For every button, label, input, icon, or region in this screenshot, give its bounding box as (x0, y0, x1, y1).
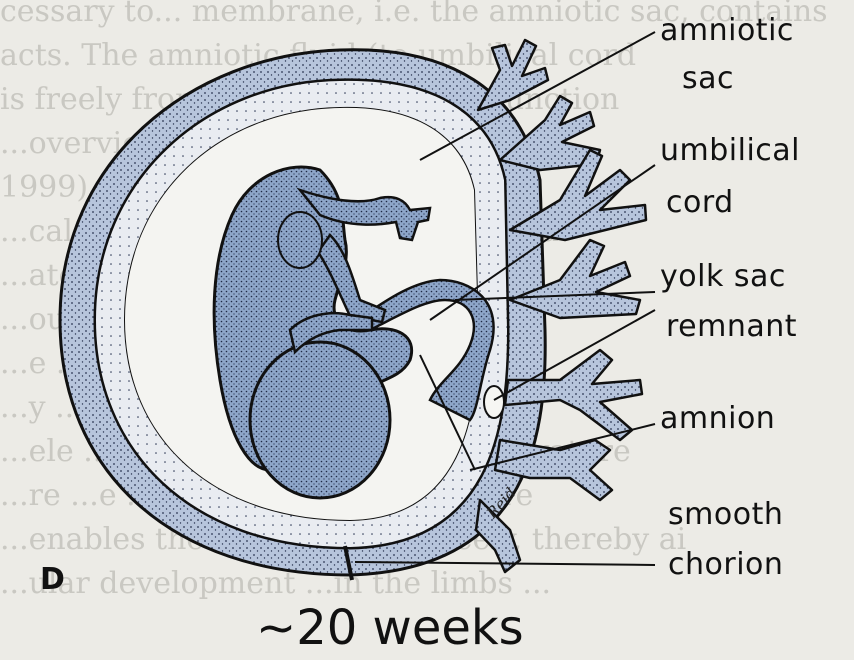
label-sac: sac (682, 64, 734, 94)
fetal-head (250, 342, 390, 498)
fetal-ear (278, 212, 322, 268)
caption: ~20 weeks (256, 600, 524, 656)
label-cord: cord (666, 188, 734, 218)
yolk-sac-remnant (484, 386, 504, 418)
label-umbilical: umbilical (660, 136, 800, 166)
label-smooth: smooth (668, 500, 783, 530)
panel-letter: D (40, 562, 65, 597)
label-chorion: chorion (668, 550, 783, 580)
label-amniotic: amniotic (660, 16, 794, 46)
label-remnant: remnant (666, 312, 797, 342)
label-amnion: amnion (660, 404, 775, 434)
label-yolk-sac: yolk sac (660, 262, 786, 292)
